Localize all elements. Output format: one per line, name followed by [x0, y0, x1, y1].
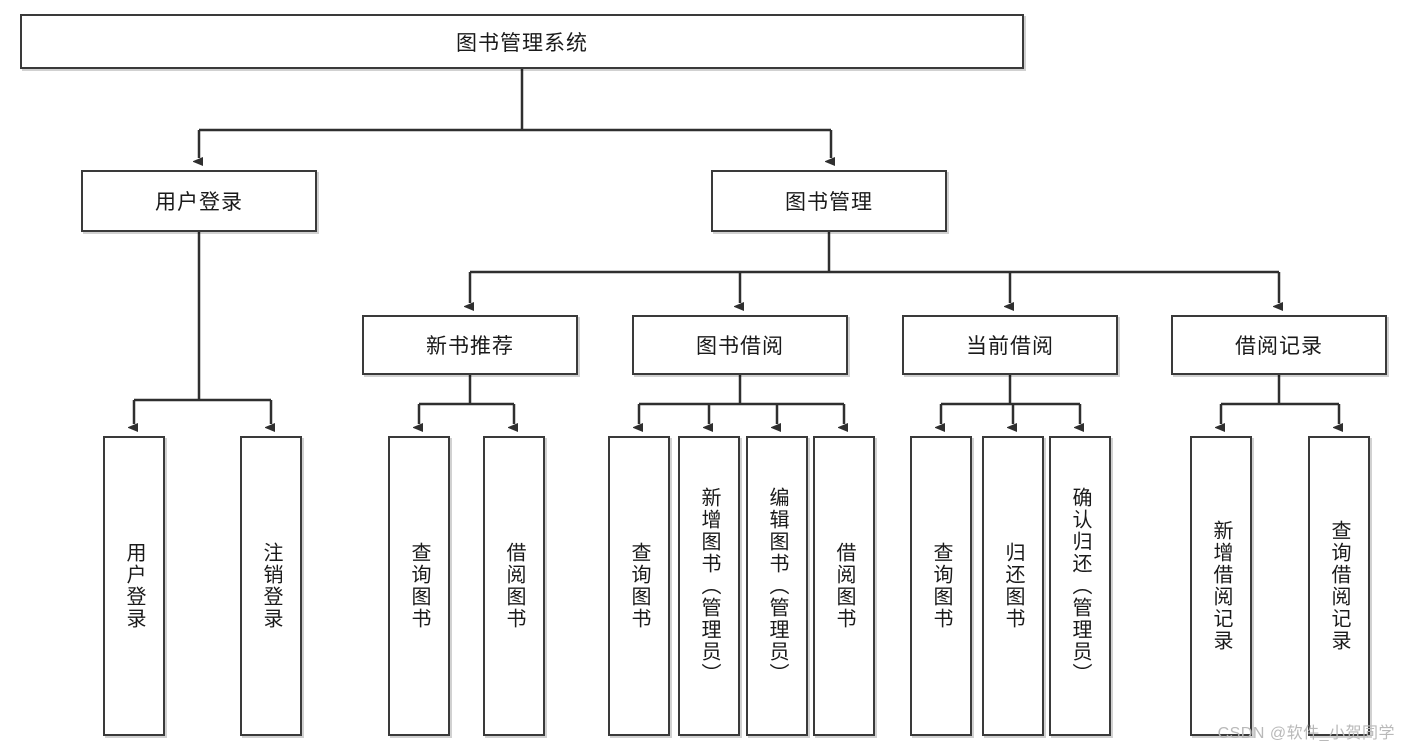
- watermark: CSDN @软件_小贺同学: [1217, 725, 1395, 742]
- node-leaf-query-book-2[interactable]: 查询图书: [608, 436, 670, 736]
- node-leaf-confirm-return[interactable]: 确认归还（管理员）: [1049, 436, 1111, 736]
- node-label: 查询借阅记录: [1328, 520, 1350, 652]
- node-borrow-record[interactable]: 借阅记录: [1171, 315, 1387, 375]
- node-label: 归还图书: [1002, 542, 1024, 630]
- node-leaf-borrow-book-1[interactable]: 借阅图书: [483, 436, 545, 736]
- node-label: 新增图书（管理员）: [698, 487, 720, 685]
- node-leaf-query-record[interactable]: 查询借阅记录: [1308, 436, 1370, 736]
- node-leaf-add-book[interactable]: 新增图书（管理员）: [678, 436, 740, 736]
- node-leaf-add-record[interactable]: 新增借阅记录: [1190, 436, 1252, 736]
- node-label: 新增借阅记录: [1210, 520, 1232, 652]
- node-leaf-borrow-book-2[interactable]: 借阅图书: [813, 436, 875, 736]
- node-leaf-user-login[interactable]: 用户登录: [103, 436, 165, 736]
- node-label: 图书借阅: [696, 335, 784, 358]
- node-label: 新书推荐: [426, 335, 514, 358]
- node-label: 查询图书: [930, 542, 952, 630]
- node-label: 查询图书: [408, 542, 430, 630]
- node-root-system[interactable]: 图书管理系统: [20, 14, 1024, 69]
- node-label: 图书管理: [785, 191, 873, 214]
- node-label: 用户登录: [155, 191, 243, 214]
- node-leaf-query-book-1[interactable]: 查询图书: [388, 436, 450, 736]
- node-label: 用户登录: [123, 542, 145, 630]
- node-user-login[interactable]: 用户登录: [81, 170, 317, 232]
- node-leaf-logout[interactable]: 注销登录: [240, 436, 302, 736]
- node-label: 编辑图书（管理员）: [766, 487, 788, 685]
- node-label: 图书管理系统: [456, 31, 588, 55]
- node-label: 当前借阅: [966, 335, 1054, 358]
- node-new-book-recommend[interactable]: 新书推荐: [362, 315, 578, 375]
- node-label: 借阅图书: [833, 542, 855, 630]
- node-leaf-edit-book[interactable]: 编辑图书（管理员）: [746, 436, 808, 736]
- node-book-manage[interactable]: 图书管理: [711, 170, 947, 232]
- node-label: 借阅图书: [503, 542, 525, 630]
- node-label: 注销登录: [260, 542, 282, 630]
- node-label: 查询图书: [628, 542, 650, 630]
- node-label: 确认归还（管理员）: [1069, 487, 1091, 685]
- node-leaf-query-book-3[interactable]: 查询图书: [910, 436, 972, 736]
- node-leaf-return-book[interactable]: 归还图书: [982, 436, 1044, 736]
- node-book-borrow[interactable]: 图书借阅: [632, 315, 848, 375]
- node-current-borrow[interactable]: 当前借阅: [902, 315, 1118, 375]
- node-label: 借阅记录: [1235, 335, 1323, 358]
